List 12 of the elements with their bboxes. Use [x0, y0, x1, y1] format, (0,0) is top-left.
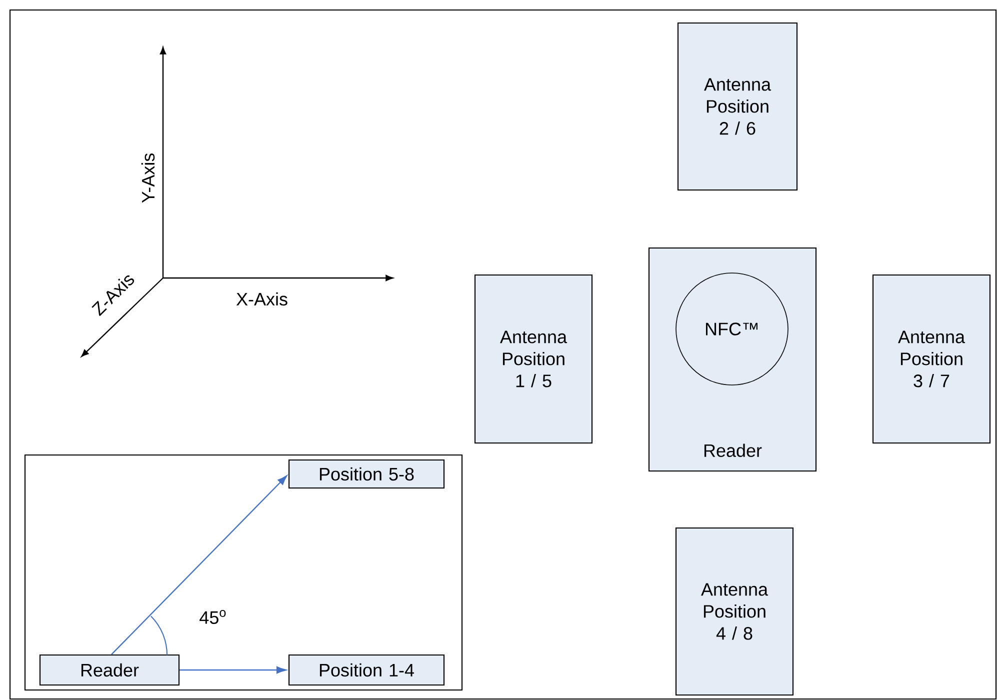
axis-label: X-Axis	[236, 292, 288, 306]
axis-label: Y-Axis	[141, 153, 155, 203]
position-box: Reader	[39, 654, 180, 686]
position-box: Position 5-8	[288, 459, 445, 489]
antenna-box: Antenna Position 2 / 6	[677, 22, 798, 191]
position-box: Position 1-4	[288, 654, 445, 686]
arrow	[111, 475, 288, 655]
arrow	[180, 666, 286, 674]
angle-label: 45$^{o}$	[200, 610, 226, 624]
antenna-box: Antenna Position 3 / 7	[872, 274, 991, 444]
antenna-box: Antenna Position 1 / 5	[474, 274, 593, 444]
antenna-box: Antenna Position 4 / 8	[675, 527, 794, 696]
